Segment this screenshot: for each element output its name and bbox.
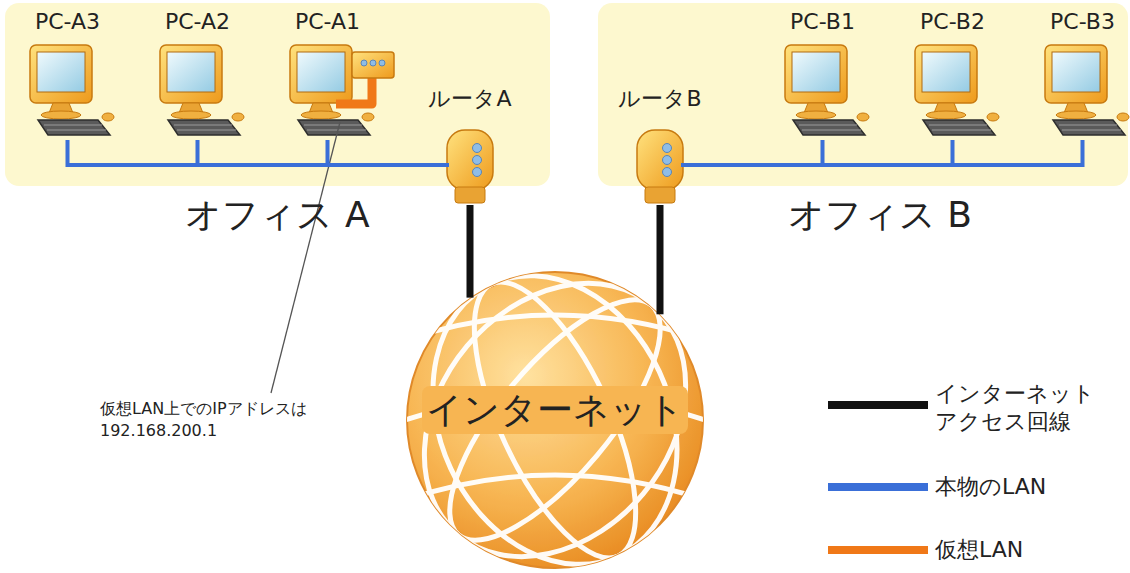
- virtual-lan-device: [352, 52, 394, 78]
- pc-label: PC-B3: [1050, 8, 1115, 36]
- internet-globe: インターネット: [405, 270, 705, 570]
- device-led: [361, 60, 367, 66]
- pc-icon: [1045, 45, 1129, 135]
- callout: 仮想LAN上でのIPアドレスは 192.168.200.1: [100, 398, 360, 442]
- virtual-lan-cable: [336, 78, 372, 104]
- pc-label: PC-B1: [790, 8, 855, 36]
- lan-cable: [705, 140, 1083, 165]
- legend-text: 仮想LAN: [935, 536, 1115, 564]
- router-icon: [637, 130, 683, 203]
- office-title: オフィス A: [185, 193, 369, 237]
- legend-text: 本物のLAN: [935, 473, 1115, 501]
- pc-icon: [785, 45, 869, 135]
- router-label: ルータB: [618, 85, 701, 113]
- legend-item: 仮想LAN: [935, 536, 1115, 564]
- lan-stub: [681, 163, 705, 167]
- pc-label: PC-B2: [920, 8, 985, 36]
- lan-cable: [705, 140, 953, 165]
- legend-line-sample: [828, 546, 928, 554]
- device-led: [379, 60, 385, 66]
- pc-label: PC-A3: [35, 8, 100, 36]
- legend-item: インターネット アクセス回線: [935, 380, 1115, 436]
- legend-line-sample: [828, 483, 928, 491]
- access-line: [467, 205, 474, 298]
- legend-line-sample: [828, 401, 928, 409]
- internet-label: インターネット: [422, 386, 688, 434]
- pc-icon: [30, 45, 114, 135]
- legend-text: インターネット アクセス回線: [935, 380, 1115, 436]
- office-title: オフィス B: [788, 193, 972, 237]
- legend-item: 本物のLAN: [935, 473, 1115, 501]
- pc-icon: [160, 45, 244, 135]
- access-line: [657, 205, 664, 314]
- device-led: [370, 60, 376, 66]
- router-icon: [447, 130, 493, 203]
- pc-label: PC-A2: [165, 8, 230, 36]
- pc-icon: [915, 45, 999, 135]
- lan-cable: [328, 140, 426, 165]
- lan-cable: [68, 140, 426, 165]
- leader-line: [271, 122, 340, 393]
- pc-label: PC-A1: [295, 8, 360, 36]
- callout-text: 仮想LAN上でのIPアドレスは 192.168.200.1: [100, 398, 360, 442]
- lan-cable: [198, 140, 426, 165]
- lan-cable: [705, 140, 823, 165]
- lan-stub: [425, 163, 449, 167]
- router-label: ルータA: [428, 85, 511, 113]
